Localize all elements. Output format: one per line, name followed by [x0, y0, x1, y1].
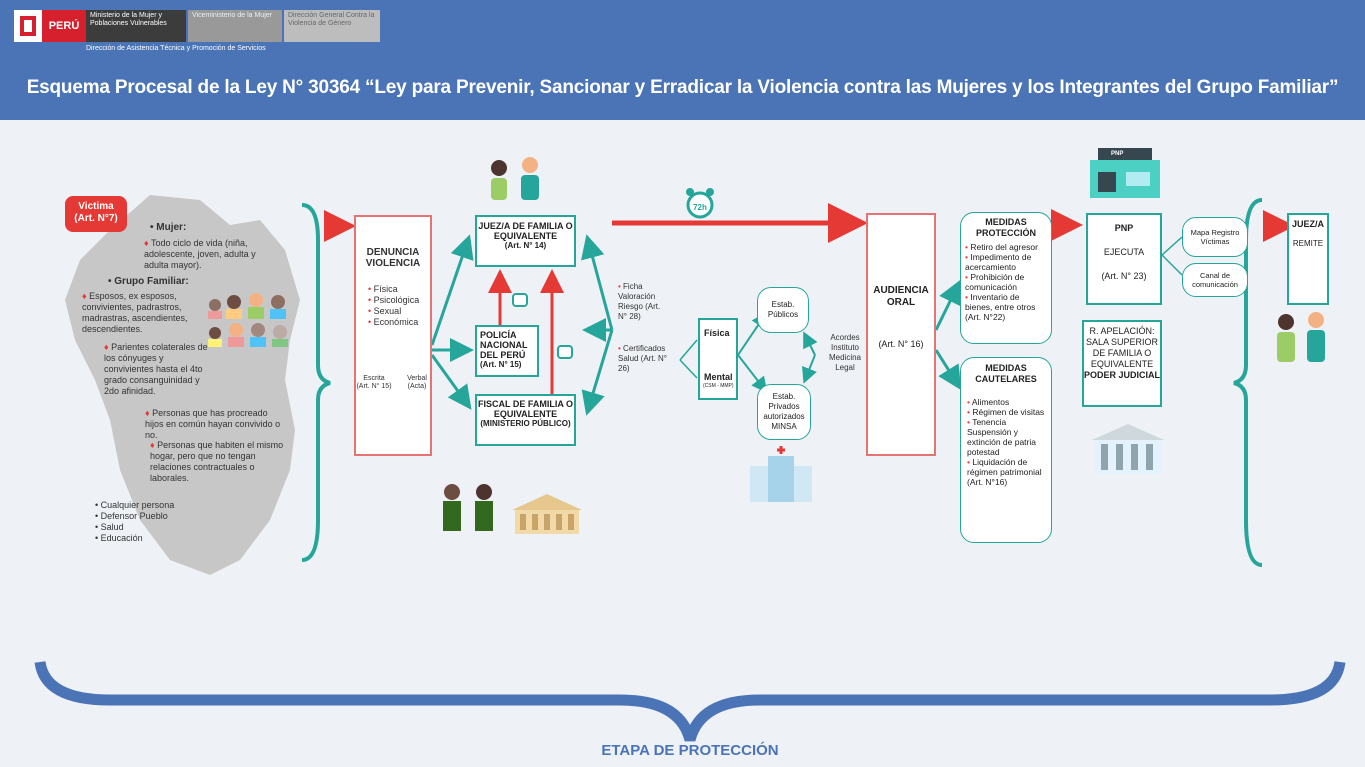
reporters-list: • Cualquier persona • Defensor Pueblo • …: [95, 500, 174, 544]
ministry-building-icon: [512, 494, 582, 534]
apelacion-line2: SALA SUPERIOR DE FAMILIA O EQUIVALENTE: [1085, 337, 1159, 369]
pnp-art: (Art. N° 23): [1101, 271, 1147, 281]
estab-publicos: Estab. Públicos: [757, 287, 809, 333]
bottom-brace: [34, 660, 1346, 742]
remite-box: JUEZ/A REMITE: [1287, 213, 1329, 305]
fiscal-box: FISCAL DE FAMILIA O EQUIVALENTE (MINISTE…: [475, 394, 576, 446]
logo-ministry: Ministerio de la Mujer y Poblaciones Vul…: [86, 10, 186, 42]
mental-label: Mental: [704, 372, 733, 382]
proteccion-item: • Inventario de bienes, entre otros (Art…: [965, 292, 1036, 322]
mental-sub: (CSM - MMP): [703, 383, 734, 389]
proteccion-list: • Retiro del agresor • Impedimento de ac…: [961, 239, 1051, 322]
estab-privados: Estab. Privados autorizados MINSA: [757, 384, 811, 440]
fiscal-title: FISCAL DE FAMILIA O EQUIVALENTE: [477, 399, 573, 419]
proteccion-item: • Impedimento de acercamiento: [965, 252, 1032, 272]
police-officers-icon: [443, 484, 493, 531]
logo-subtitle: Dirección de Asistencia Técnica y Promoc…: [86, 45, 266, 52]
victim-badge: Victima (Art. N°7): [65, 196, 127, 232]
apelacion-line1: R. APELACIÓN:: [1089, 326, 1155, 336]
fisica-mental-box: Física Mental (CSM - MMP): [698, 318, 738, 400]
mujer-text: ♦ Todo ciclo de vida (niña, adolescente,…: [144, 238, 256, 270]
coat-of-arms-icon: [14, 10, 42, 42]
logo-directorate: Dirección General Contra la Violencia de…: [284, 10, 380, 42]
remite-title: JUEZ/A: [1291, 219, 1324, 229]
apelacion-box: R. APELACIÓN: SALA SUPERIOR DE FAMILIA O…: [1082, 320, 1162, 407]
pnp-box: PNP EJECUTA (Art. N° 23): [1086, 213, 1162, 305]
juez-art: (Art. N° 14): [504, 241, 547, 250]
logo-vice: Viceministerio de la Mujer: [188, 10, 282, 42]
hospital-icon: [750, 446, 812, 502]
court-building-icon: [1092, 424, 1164, 474]
small-clock-icon: [512, 293, 528, 307]
left-brace: [301, 203, 331, 562]
grupo-item-3: ♦ Personas que has procreado hijos en co…: [145, 408, 281, 440]
grupo-item-1: ♦ Esposos, ex esposos, convivientes, pad…: [82, 291, 188, 334]
alarm-clock-icon: [686, 188, 714, 219]
reporter-item: • Salud: [95, 522, 124, 532]
mujer-title: • Mujer:: [150, 222, 187, 233]
apelacion-line3: PODER JUDICIAL: [1084, 370, 1161, 380]
cautelares-list: • Alimentos • Régimen de visitas • Tenen…: [961, 385, 1051, 487]
violence-type: • Económica: [368, 317, 419, 327]
juez-title: JUEZ/A DE FAMILIA O EQUIVALENTE: [478, 221, 573, 241]
policia-art: (Art. N° 15): [480, 360, 522, 369]
audiencia-title: AUDIENCIA ORAL: [873, 285, 929, 308]
fisica-label: Física: [704, 328, 730, 338]
page-title: Esquema Procesal de la Ley N° 30364 “Ley…: [0, 60, 1365, 120]
canal-comunicacion: Canal de comunicación: [1182, 263, 1248, 297]
cautelar-item: • Alimentos: [967, 397, 1010, 407]
police-station-icon: [1090, 148, 1160, 198]
fiscal-sub: (MINISTERIO PÚBLICO): [480, 419, 571, 428]
violence-type: • Psicológica: [368, 295, 420, 305]
denuncia-types: • Física • Psicológica • Sexual • Económ…: [368, 284, 419, 328]
footer-label: ETAPA DE PROTECCIÓN: [601, 742, 779, 759]
timer-label: 72h: [693, 203, 707, 212]
grupo-item-4: ♦ Personas que habiten el mismo hogar, p…: [150, 440, 284, 483]
medidas-cautelares-box: MEDIDAS CAUTELARES • Alimentos • Régimen…: [960, 357, 1052, 543]
pnp-sign: PNP: [1111, 151, 1124, 157]
juez-box: JUEZ/A DE FAMILIA O EQUIVALENTE (Art. N°…: [475, 215, 576, 267]
people-right-icon: [1277, 312, 1325, 362]
policia-box: POLICÍA NACIONAL DEL PERÚ (Art. N° 15): [475, 325, 539, 377]
cautelares-title: MEDIDAS CAUTELARES: [975, 363, 1037, 384]
proteccion-title: MEDIDAS PROTECCIÓN: [975, 217, 1036, 238]
audiencia-box: AUDIENCIA ORAL (Art. N° 16): [866, 213, 936, 456]
acordes-text: Acordes Instituto Medicina Legal: [828, 333, 861, 372]
mapa-registro: Mapa Registro Víctimas: [1182, 217, 1248, 257]
audiencia-art: (Art. N° 16): [878, 339, 924, 349]
policia-title: POLICÍA NACIONAL DEL PERÚ: [480, 330, 528, 360]
victim-badge-title: Victima: [78, 201, 114, 212]
violence-type: • Sexual: [368, 306, 402, 316]
proteccion-item: • Prohibición de comunicación: [965, 272, 1025, 292]
pnp-title: PNP: [1114, 223, 1134, 233]
proteccion-item: • Retiro del agresor: [965, 242, 1038, 252]
logo-country: PERÚ: [42, 10, 86, 42]
grupo-title: • Grupo Familiar:: [108, 276, 189, 287]
cautelar-item: • Tenencia Suspensión y extinción de pat…: [967, 417, 1036, 457]
denuncia-box: [354, 215, 432, 456]
small-clock-icon-2: [557, 345, 573, 359]
right-brace: [1233, 198, 1263, 567]
ficha-text: • Ficha Valoración Riesgo (Art. N° 28): [618, 282, 661, 321]
pnp-ejecuta: EJECUTA: [1103, 247, 1145, 257]
reporter-item: • Defensor Pueblo: [95, 511, 168, 521]
verbal-label: Verbal (Acta): [407, 375, 427, 390]
remite-text: REMITE: [1292, 239, 1324, 248]
people-couple-icon: [491, 157, 539, 200]
victim-badge-art: (Art. N°7): [74, 213, 118, 224]
reporter-item: • Cualquier persona: [95, 500, 175, 510]
cautelar-item: • Régimen de visitas: [967, 407, 1045, 417]
peru-map-shape: [65, 195, 300, 575]
reporter-item: • Educación: [95, 533, 143, 543]
denuncia-title: DENUNCIA VIOLENCIA: [365, 247, 421, 269]
cautelar-item: • Liquidación de régimen patrimonial (Ar…: [967, 457, 1042, 487]
medidas-proteccion-box: MEDIDAS PROTECCIÓN • Retiro del agresor …: [960, 212, 1052, 344]
violence-type: • Física: [368, 284, 398, 294]
family-group-icon: [208, 293, 288, 347]
grupo-item-2: ♦ Parientes colaterales de los cónyuges …: [104, 342, 208, 396]
logo-strip: PERÚ Ministerio de la Mujer y Poblacione…: [14, 10, 380, 42]
escrita-label: Escrita (Art. N° 15): [356, 375, 392, 390]
certificados-text: • Certificados Salud (Art. N° 26): [618, 344, 667, 373]
